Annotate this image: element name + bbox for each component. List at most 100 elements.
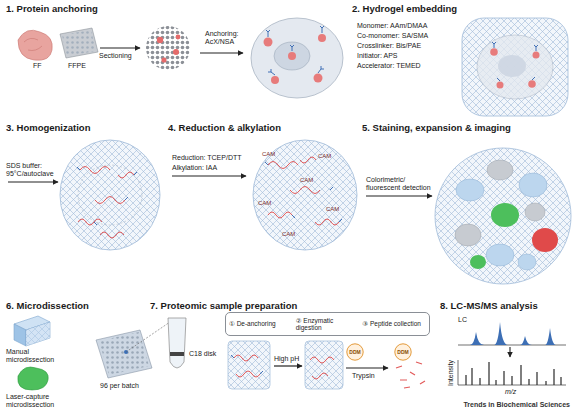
process-arrow	[100, 47, 140, 48]
tissue-section	[173, 49, 179, 55]
step-list-box: ① De-anchoring② Enzymatic digestion③ Pep…	[225, 312, 430, 336]
gel-cube	[14, 324, 26, 346]
digestion-steps	[228, 341, 425, 389]
tissue-sample	[24, 38, 42, 50]
hydrogel-cell	[462, 18, 568, 116]
sample-label: FFPE	[68, 62, 86, 70]
gel-cube	[26, 322, 50, 346]
stage-tip	[168, 318, 186, 368]
homogenized-gel	[78, 167, 134, 239]
digestion-steps	[274, 365, 302, 366]
ffpe-block	[62, 30, 96, 56]
alkylated-gel	[253, 140, 357, 250]
expanded-gel	[519, 173, 547, 197]
gel-cube	[26, 322, 50, 346]
anchored-cell	[288, 52, 296, 60]
tissue-section	[146, 26, 190, 70]
stage-tip	[170, 352, 184, 356]
anchored-cell	[251, 18, 343, 98]
digestion-steps	[310, 357, 334, 379]
laser-captured-region	[18, 367, 48, 390]
digestion-steps	[346, 367, 388, 368]
tissue-section	[157, 37, 163, 43]
axis-label: LC	[458, 316, 467, 324]
step-heading: 1. Protein anchoring	[6, 3, 98, 14]
reagent-label: Initiator: APS	[357, 52, 397, 60]
arrow-label: High pH	[274, 355, 299, 363]
reagent-label: Co-monomer: SA/SMA	[357, 32, 428, 40]
node-text: ① De-anchoring	[229, 320, 293, 328]
anchored-cell	[314, 74, 323, 83]
process-arrow	[8, 181, 58, 182]
step-heading: 4. Reduction & alkylation	[168, 122, 281, 133]
hydrogel-cell	[462, 18, 568, 116]
hydrogel-cell	[533, 52, 540, 59]
expanded-gel	[487, 160, 513, 180]
digestion-steps	[228, 341, 270, 389]
step-heading: 5. Staining, expansion & imaging	[362, 122, 511, 133]
expanded-gel	[455, 224, 481, 246]
process-arrow	[200, 52, 243, 53]
detergent-circle: DDM	[346, 343, 364, 361]
process-arrow	[172, 175, 246, 176]
anchored-cell	[251, 18, 343, 98]
step-heading: 7. Proteomic sample preparation	[150, 300, 297, 311]
digestion-steps	[305, 341, 343, 389]
axis-label: m/z	[505, 388, 516, 396]
anchored-cell	[264, 38, 273, 47]
tissue-section	[161, 57, 166, 62]
method-label: Manual microdissection	[6, 348, 68, 364]
plate-label: 96 per batch	[100, 382, 139, 390]
hydrogel-cell	[497, 82, 504, 89]
expanded-gel	[518, 254, 536, 270]
homogenized-gel	[77, 167, 137, 225]
step-heading: 2. Hydrogel embedding	[352, 3, 457, 14]
hydrogel-cell	[528, 80, 536, 88]
ffpe-block	[60, 28, 98, 58]
tissue-section	[146, 26, 190, 70]
hydrogel-cell	[492, 42, 538, 81]
arrow-label: Colorimetric/ fluorescent detection	[366, 176, 432, 192]
chromatogram	[509, 347, 510, 357]
expanded-gel	[525, 203, 545, 221]
reagent-label: Accelerator: TEMED	[357, 62, 421, 70]
cam-tag: CAM	[300, 176, 313, 184]
arrow-label: SDS buffer: 95°C/autoclave	[6, 162, 64, 178]
axis-label: Intensity	[447, 360, 455, 386]
process-arrow	[366, 195, 432, 196]
alkylated-gel	[253, 140, 357, 250]
expanded-gel	[470, 255, 486, 269]
laser-captured-region	[18, 367, 48, 390]
tissue-sample	[18, 30, 52, 60]
well-plate	[96, 322, 170, 378]
node-text: DDM	[394, 343, 412, 361]
step-heading: 8. LC-MS/MS analysis	[440, 300, 538, 311]
circle-outline	[395, 344, 411, 360]
ffpe-block	[60, 28, 98, 58]
alkylated-gel	[268, 157, 339, 225]
expanded-gel	[435, 148, 571, 284]
mass-spectrum	[458, 360, 459, 385]
node-text: ② Enzymatic digestion	[296, 317, 360, 332]
reagent-label: Monomer: AAm/DMAA	[357, 22, 427, 30]
cam-tag: CAM	[318, 152, 331, 160]
hydrogel-cell	[477, 35, 553, 99]
expanded-gel	[486, 244, 514, 266]
anchored-cell	[271, 76, 279, 84]
mass-spectrum	[466, 362, 561, 385]
tissue-section	[176, 35, 181, 40]
mass-spectrum	[458, 360, 566, 385]
alkylated-gel	[265, 162, 342, 222]
digestion-steps	[234, 355, 260, 377]
reagent-label: Alkylation: IAA	[172, 164, 217, 172]
anchored-cell	[274, 42, 310, 70]
stage-tip	[168, 318, 186, 368]
method-label: Laser-capture microdissection	[6, 393, 68, 409]
cam-tag: CAM	[326, 205, 339, 213]
node-text: DDM	[346, 343, 364, 361]
arrow-label: Trypsin	[352, 372, 375, 380]
arrow-label: Sectioning	[99, 52, 132, 60]
node-text: ③ Peptide collection	[362, 320, 426, 328]
